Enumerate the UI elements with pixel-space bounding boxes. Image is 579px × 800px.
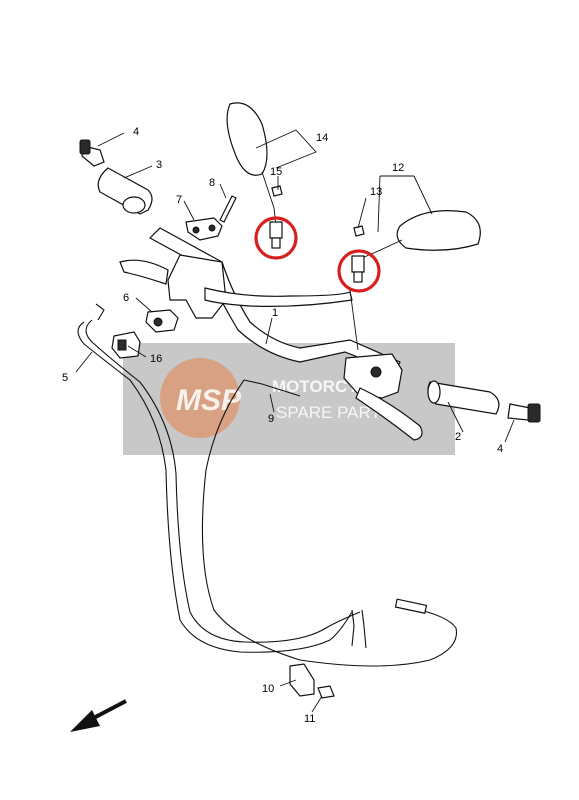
cable-holder-10 [289,663,315,697]
callout-14: 14 [316,132,328,144]
left-bar-end [79,139,105,167]
callout-13: 13 [370,186,382,198]
callout-11: 11 [304,713,315,725]
left-grip [97,167,153,215]
leader-lines [75,129,515,713]
highlight-circle-left-mirror [254,216,298,260]
clamp-16 [111,331,141,359]
callout-4-left: 4 [133,126,139,138]
watermark-globe-icon [160,358,240,438]
callout-12: 12 [392,162,404,174]
callout-3: 3 [156,159,162,171]
right-bar-end [507,403,541,423]
callout-2: 2 [455,431,461,443]
callout-4-right: 4 [497,443,503,455]
right-mirror [351,210,481,283]
callout-15: 15 [270,166,282,178]
callout-5: 5 [62,372,68,384]
watermark-brand: MSP [176,384,242,417]
callout-8: 8 [209,177,215,189]
left-housing [119,254,353,319]
bolt-11 [317,685,335,699]
watermark-line2: SPARE PARTS [276,403,392,422]
holder-6 [145,309,179,333]
callout-9: 9 [268,413,274,425]
bolt-8 [219,195,237,223]
callouts: 1 2 3 4 4 5 6 7 8 9 10 11 12 13 14 15 16 [62,126,503,725]
callout-7: 7 [176,194,182,206]
callout-1: 1 [272,307,278,319]
callout-10: 10 [262,683,274,695]
holder-7 [185,217,223,241]
callout-16: 16 [150,353,162,365]
throttle-cables [77,303,458,667]
left-mirror [226,102,283,249]
right-housing [343,353,423,441]
callout-6: 6 [123,292,129,304]
highlight-circle-right-mirror [337,249,381,293]
front-arrow-icon [70,699,127,732]
right-grip [427,380,500,415]
